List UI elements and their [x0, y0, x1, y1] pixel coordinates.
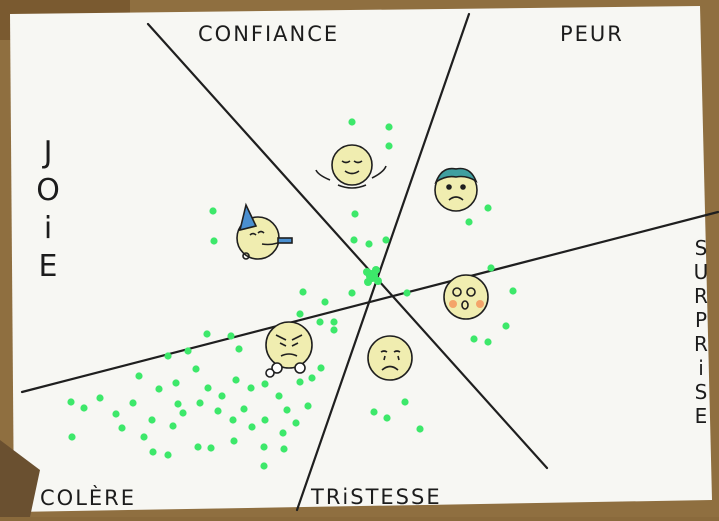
vote-dot	[385, 142, 392, 149]
vote-dot	[164, 451, 171, 458]
vote-dot	[172, 379, 179, 386]
vote-dot	[164, 352, 171, 359]
vote-dot	[260, 443, 267, 450]
vote-dot	[196, 399, 203, 406]
vote-dot	[365, 240, 372, 247]
vote-dot	[203, 330, 210, 337]
vote-dot	[296, 310, 303, 317]
vote-dot	[348, 118, 355, 125]
vote-dot	[403, 289, 410, 296]
vote-dot	[155, 385, 162, 392]
label-tristesse: TRiSTESSE	[311, 485, 442, 509]
label-colere: COLÈRE	[40, 486, 136, 510]
vote-dot	[330, 326, 337, 333]
vote-dot	[308, 374, 315, 381]
sad-face-icon	[368, 336, 412, 380]
vote-dot	[321, 298, 328, 305]
vote-dot	[261, 416, 268, 423]
vote-dot	[283, 406, 290, 413]
afraid-face-icon	[435, 169, 477, 212]
angry-face-icon	[266, 322, 312, 377]
vote-dot	[280, 445, 287, 452]
vote-dot	[465, 218, 472, 225]
vote-dot	[218, 392, 225, 399]
vote-dot	[299, 288, 306, 295]
vote-dot	[232, 376, 239, 383]
vote-dot	[235, 345, 242, 352]
vote-dot	[68, 433, 75, 440]
vote-dot	[112, 410, 119, 417]
vote-dot	[230, 437, 237, 444]
vote-dot	[240, 405, 247, 412]
vote-dot	[330, 318, 337, 325]
vote-dot	[296, 378, 303, 385]
label-peur: PEUR	[560, 22, 624, 46]
vote-dot	[96, 394, 103, 401]
vote-dot	[204, 384, 211, 391]
vote-dot	[229, 416, 236, 423]
vote-dot	[401, 398, 408, 405]
vote-dot	[382, 236, 389, 243]
vote-dot	[416, 425, 423, 432]
surprised-face-icon	[444, 275, 488, 319]
vote-dot	[214, 407, 221, 414]
vote-dot	[260, 462, 267, 469]
vote-dot	[140, 433, 147, 440]
vote-dot	[304, 402, 311, 409]
vote-dot	[484, 338, 491, 345]
vote-dot	[247, 384, 254, 391]
vote-dot	[348, 289, 355, 296]
vote-dot	[383, 414, 390, 421]
vote-dot	[118, 424, 125, 431]
vote-dot	[484, 204, 491, 211]
vote-dot	[370, 408, 377, 415]
vote-dot	[210, 237, 217, 244]
vote-dot	[248, 423, 255, 430]
vote-dot	[135, 372, 142, 379]
vote-dot	[149, 448, 156, 455]
vote-dot	[292, 419, 299, 426]
vote-dot	[509, 287, 516, 294]
vote-dot	[209, 207, 216, 214]
vote-dot	[207, 444, 214, 451]
vote-dot	[67, 398, 74, 405]
vote-dot	[184, 347, 191, 354]
vote-dot	[351, 210, 358, 217]
vote-dot	[275, 392, 282, 399]
vote-dot	[194, 443, 201, 450]
vote-dot	[169, 422, 176, 429]
vote-dot	[487, 264, 494, 271]
vote-dot	[129, 399, 136, 406]
vote-dot	[385, 123, 392, 130]
vote-dot	[227, 332, 234, 339]
vote-dot	[80, 404, 87, 411]
vote-dot	[261, 380, 268, 387]
vote-dot	[317, 364, 324, 371]
vote-dot	[350, 236, 357, 243]
vote-dot	[279, 429, 286, 436]
vote-dot	[174, 400, 181, 407]
vote-dot	[148, 416, 155, 423]
vote-dot	[192, 365, 199, 372]
label-confiance: CONFIANCE	[198, 22, 339, 46]
vote-dot	[316, 318, 323, 325]
vote-dot	[179, 409, 186, 416]
vote-dot	[502, 322, 509, 329]
vote-dot	[470, 335, 477, 342]
paper-sheet	[10, 6, 712, 512]
